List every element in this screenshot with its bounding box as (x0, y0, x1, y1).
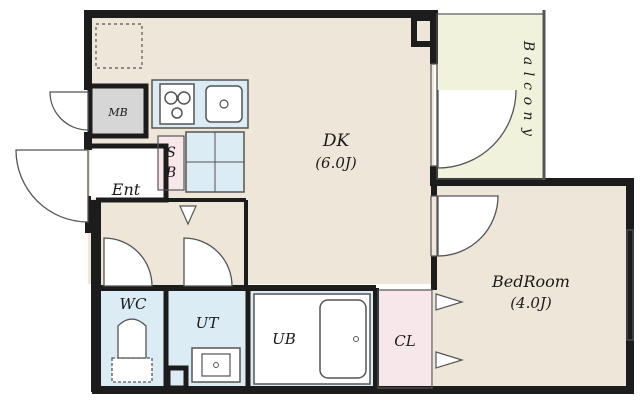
washbasin-icon (191, 347, 241, 383)
room-labels: DK (6.0J) BedRoom (4.0J) Ent WC UT UB CL… (107, 40, 570, 350)
toilet-bowl (117, 318, 147, 359)
storage-dashed (95, 23, 143, 69)
balcony-letter-5: o (520, 97, 536, 105)
closet-door-bottom[interactable] (435, 351, 465, 369)
balcony-letter-3: l (520, 72, 536, 76)
stove-burner-right (177, 91, 191, 105)
mb-box (87, 83, 149, 139)
entrance-name: Ent (111, 180, 141, 199)
door-mb[interactable] (49, 91, 89, 131)
sb-outline (157, 135, 185, 191)
bathtub-inner (319, 299, 367, 379)
doors (15, 89, 517, 369)
windows (430, 63, 634, 341)
mb-name: MB (107, 106, 127, 119)
corner-column-ne (411, 15, 437, 47)
window-dk-balcony (430, 63, 438, 167)
bedroom-size: (4.0J) (510, 294, 552, 312)
ut-name: UT (196, 314, 220, 332)
entrance-floor (90, 148, 164, 198)
dk-name: DK (322, 131, 351, 151)
washbasin-drain (213, 362, 219, 368)
wc-name: WC (120, 295, 147, 313)
sink-drain (219, 99, 229, 109)
toilet-icon (111, 318, 153, 383)
bathtub-drain (353, 336, 359, 342)
dk-size: (6.0J) (315, 154, 357, 172)
door-bedroom[interactable] (437, 195, 499, 257)
mb-floor (92, 88, 146, 136)
sb-letter-b: B (165, 165, 176, 181)
kitchen-counter-outline (151, 79, 249, 129)
window-bedroom-east (626, 229, 634, 341)
walls (84, 10, 634, 394)
balcony-letter-6: n (520, 111, 536, 120)
sink-basin (205, 85, 243, 123)
bathtub-icon (253, 293, 371, 385)
cl-floor (378, 290, 432, 386)
sb-letter-s: S (166, 145, 176, 161)
balcony-letter-4: c (520, 82, 536, 90)
balcony-letter-2: a (520, 57, 536, 65)
stove-burner-left (164, 91, 178, 105)
closet-door-top[interactable] (435, 293, 465, 311)
balcony-letter-7: y (520, 127, 536, 137)
cl-name: CL (394, 332, 415, 350)
door-balcony[interactable] (437, 89, 517, 169)
balcony-letter-1: B (520, 40, 536, 51)
bedroom-name: BedRoom (491, 272, 570, 291)
corner-column-ut (165, 365, 189, 391)
ent-box (88, 143, 169, 203)
kitchen-sink-icon (205, 85, 243, 123)
door-ut[interactable] (183, 237, 233, 287)
ub-name: UB (272, 330, 296, 348)
window-bedroom-west (430, 195, 438, 257)
gas-stove-icon (159, 83, 195, 125)
vent-marker (179, 205, 197, 226)
door-entrance[interactable] (15, 149, 89, 223)
stove-burner-center (171, 107, 183, 119)
cl-outline (377, 289, 433, 389)
toilet-tank (111, 357, 153, 383)
door-wc[interactable] (103, 237, 153, 287)
